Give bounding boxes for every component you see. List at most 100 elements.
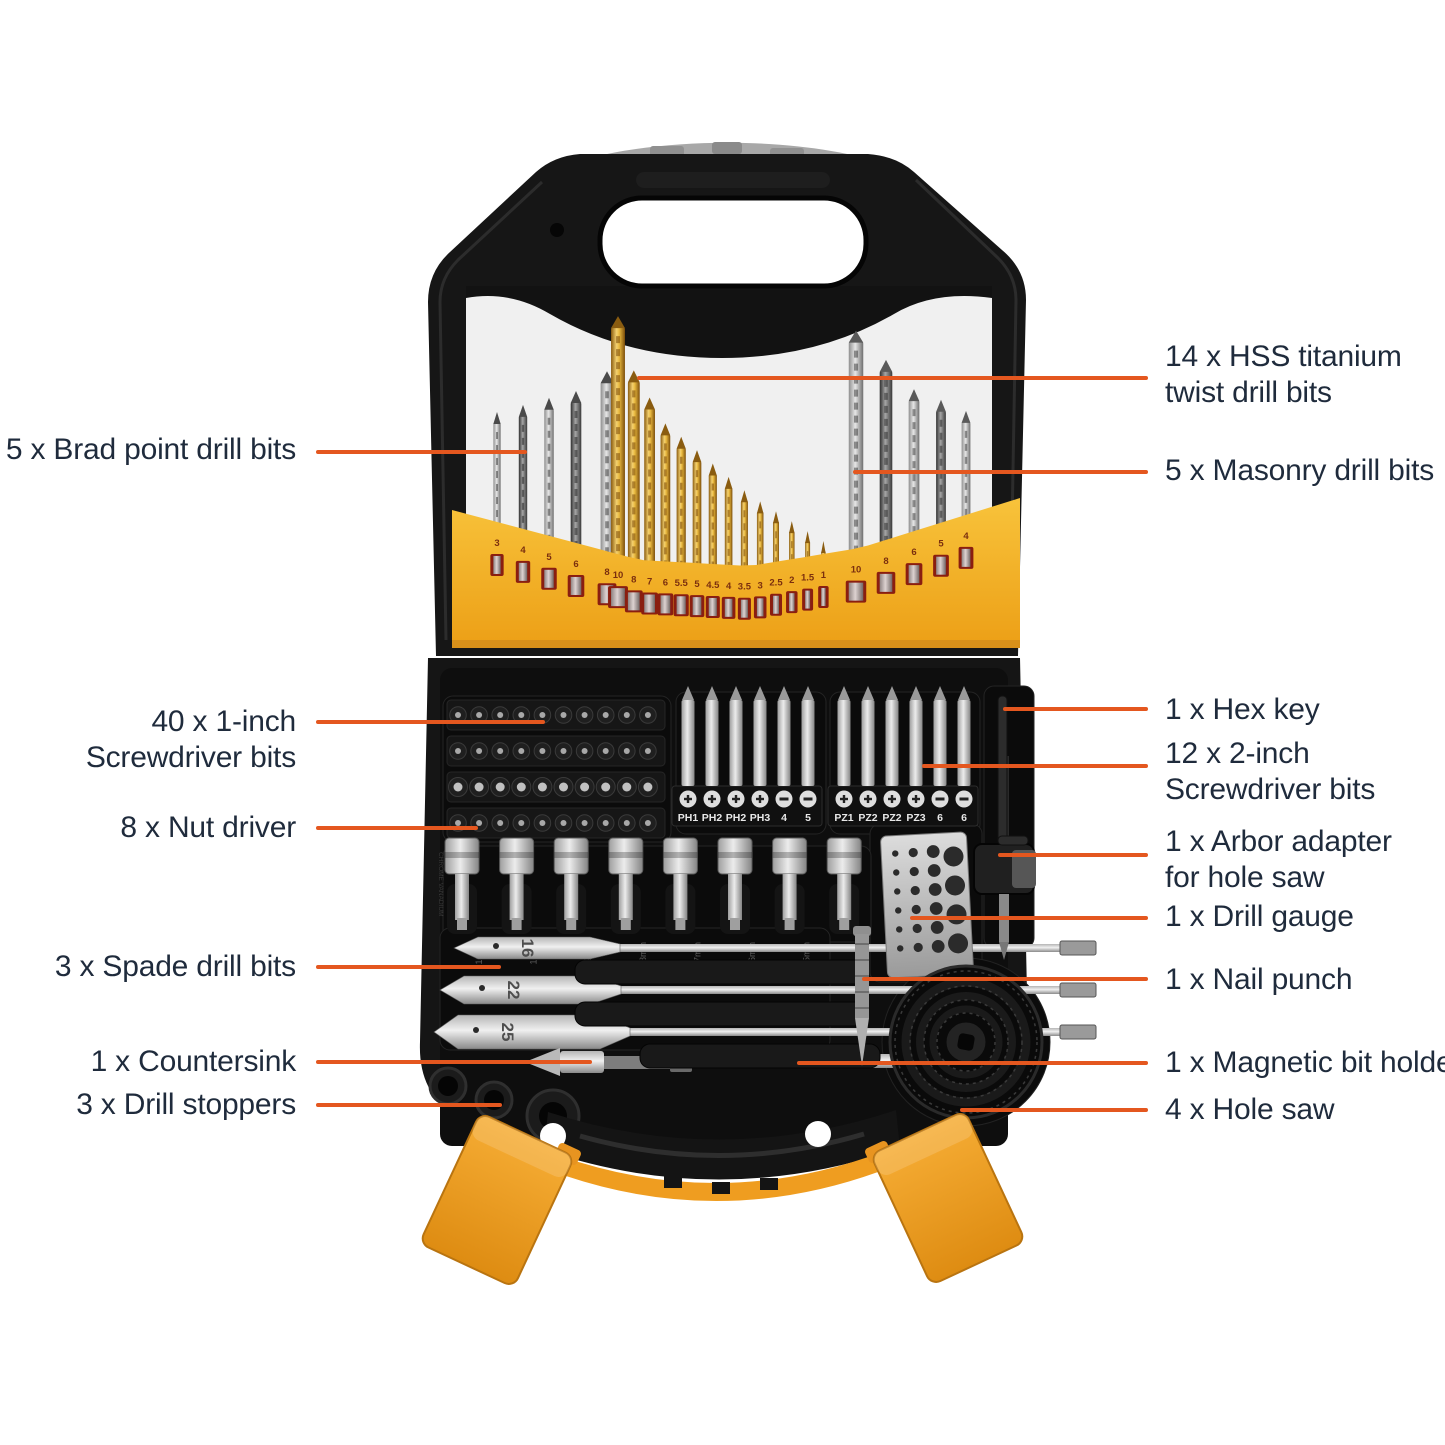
callout-hex-key: 1 x Hex key [1165,692,1445,728]
spade-drill-bits: 16 22 25 [433,936,1097,1050]
two-inch-bit-label: PH1 [678,812,699,824]
holder-size-label: 4 [963,531,969,542]
two-inch-bit-label: 6 [961,812,967,824]
callout-hole-saw: 4 x Hole saw [1165,1092,1445,1128]
holder-size-label: 8 [631,574,636,585]
holder-size-label: 3 [494,538,499,549]
two-inch-bit-label: PZ3 [906,812,925,824]
holder-size-label: 4 [726,581,732,592]
callout-magnetic-bit-holder: 1 x Magnetic bit holder [1165,1045,1445,1081]
spade-size-label: 25 [498,1023,517,1042]
callout-one-inch-bits-text: 40 x 1-inch [151,705,296,738]
leader-line-nail-punch [862,977,1148,981]
callout-masonry-bits: 5 x Masonry drill bits [1165,453,1445,489]
leader-line-hex-key [1003,707,1148,711]
two-inch-bit-label: PZ1 [834,812,853,824]
holder-size-label: 6 [573,559,578,570]
callout-drill-stoppers: 3 x Drill stoppers [0,1087,296,1123]
holder-size-label: 5 [546,552,552,563]
callout-arbor-adapter-text: for hole saw [1165,861,1325,894]
two-inch-bit-label: PH2 [726,812,747,824]
callout-magnetic-bit-holder-text: 1 x Magnetic bit holder [1165,1046,1445,1079]
callout-nut-driver-text: 8 x Nut driver [120,811,296,844]
callout-countersink-text: 1 x Countersink [90,1045,297,1078]
callout-brad-point: 5 x Brad point drill bits [0,432,296,468]
two-inch-bit-label: PZ2 [858,812,877,824]
callout-one-inch-bits-text: Screwdriver bits [85,741,296,774]
drill-gauge [880,831,974,979]
holder-size-label: 3 [758,580,763,591]
holder-size-label: 1 [821,570,827,581]
holder-size-label: 10 [613,570,624,581]
two-inch-bit-label: 6 [937,812,943,824]
holder-size-label: 10 [851,565,862,576]
leader-line-drill-gauge [910,916,1148,920]
callout-brad-point-text: 5 x Brad point drill bits [5,433,296,466]
leader-line-spade-bits [316,965,501,969]
leader-line-brad-point [316,450,527,454]
hex-key [997,695,1029,846]
holder-size-label: 2.5 [769,578,783,589]
leader-line-nut-driver [316,826,478,830]
callout-two-inch-bits-text: 12 x 2-inch [1165,737,1310,770]
callout-nail-punch: 1 x Nail punch [1165,962,1445,998]
spade-size-label: 16 [518,939,537,958]
two-inch-bit-label: PH3 [750,812,771,824]
callout-nut-driver: 8 x Nut driver [0,810,296,846]
callout-hex-key-text: 1 x Hex key [1165,693,1320,726]
holder-size-label: 4 [520,545,526,556]
latch-left [421,1115,573,1285]
callout-drill-gauge-text: 1 x Drill gauge [1165,900,1354,933]
callout-hss-bits-text: twist drill bits [1165,376,1332,409]
spade-size-label: 22 [504,981,523,1000]
leader-line-masonry-bits [853,470,1148,474]
nail-punch [853,926,871,1066]
two-inch-bit-label: PH2 [702,812,723,824]
callout-nail-punch-text: 1 x Nail punch [1165,963,1353,996]
lid-handle-opening [597,195,869,289]
leader-line-arbor-adapter [998,853,1148,857]
holder-size-label: 5 [694,579,700,590]
leader-line-countersink [316,1060,592,1064]
callout-masonry-bits-text: 5 x Masonry drill bits [1165,454,1435,487]
holder-size-label: 3.5 [738,582,752,593]
holder-size-label: 1.5 [801,573,815,584]
callout-spade-bits: 3 x Spade drill bits [0,949,296,985]
nut-drivers: 13mm10mm9mm8mm7mm6mm5mm4mmCHROME VANADIU… [437,837,866,965]
leader-line-two-inch-bits [922,764,1148,768]
one-inch-screwdriver-bits [446,699,666,839]
hole-saw [888,964,1044,1120]
latch-right [872,1113,1024,1283]
leader-line-magnetic-bit-holder [797,1061,1148,1065]
leader-line-drill-stoppers [316,1103,502,1107]
callout-spade-bits-text: 3 x Spade drill bits [54,950,296,983]
two-inch-bit-label: 4 [781,812,787,824]
holder-size-label: 5 [938,539,944,550]
leader-line-hss-bits [637,376,1148,380]
holder-size-label: 6 [911,547,916,558]
holder-size-label: 4.5 [706,580,720,591]
callout-drill-stoppers-text: 3 x Drill stoppers [76,1088,296,1121]
callout-arbor-adapter-text: 1 x Arbor adapter [1165,825,1392,858]
callout-hole-saw-text: 4 x Hole saw [1165,1093,1335,1126]
two-inch-bits-pz-block: PZ1 PZ2 PZ2 PZ3 6 6 [827,686,979,827]
socket-engraving: CHROME VANADIUM [437,852,444,917]
two-inch-bit-label: PZ2 [882,812,901,824]
holder-size-label: 8 [883,556,888,567]
holder-size-label: 6 [663,577,668,588]
holder-size-label: 2 [789,575,794,586]
callout-drill-gauge: 1 x Drill gauge [1165,899,1445,935]
callout-two-inch-bits-text: Screwdriver bits [1165,773,1376,806]
callout-countersink: 1 x Countersink [0,1044,297,1080]
callout-hss-bits-text: 14 x HSS titanium [1165,340,1402,373]
leader-line-hole-saw [960,1108,1148,1112]
